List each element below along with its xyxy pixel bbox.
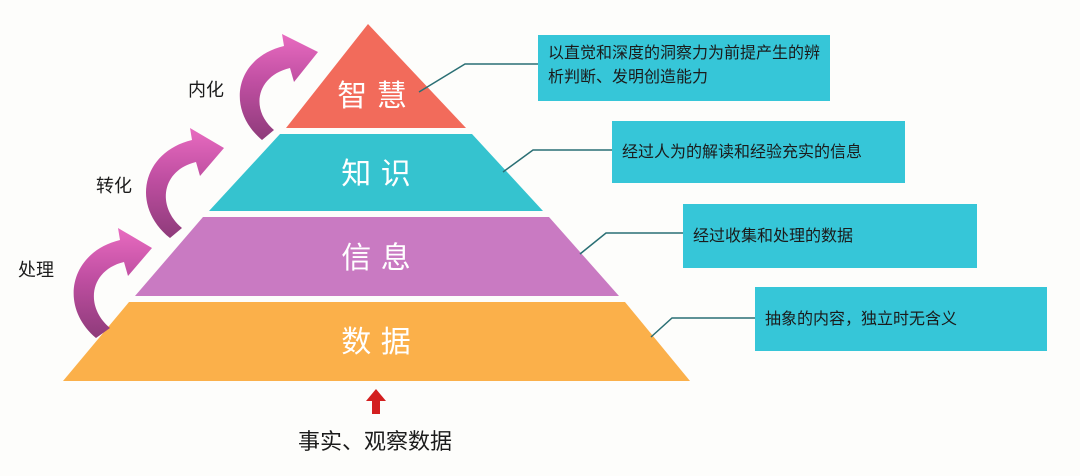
- description-box-knowledge: 经过人为的解读和经验充实的信息: [612, 121, 905, 183]
- leader-line-information: [579, 232, 683, 255]
- pyramid-layer-wisdom: [286, 24, 466, 128]
- up-arrow-icon: [366, 389, 386, 414]
- leader-line-knowledge: [502, 149, 612, 173]
- pyramid-layer-information: [135, 217, 619, 296]
- transition-label-internalize: 内化: [188, 80, 224, 101]
- transition-label-transform: 转化: [96, 176, 132, 197]
- layer-label-knowledge: 知 识: [341, 157, 411, 192]
- description-box-data: 抽象的内容，独立时无含义: [755, 287, 1047, 351]
- pyramid-layer-knowledge: [209, 134, 543, 211]
- description-box-information: 经过收集和处理的数据: [683, 204, 977, 268]
- arrow-icon-process: [73, 228, 152, 338]
- leader-line-data: [650, 317, 755, 338]
- base-label: 事实、观察数据: [298, 430, 453, 455]
- description-box-wisdom: 以直觉和深度的洞察力为前提产生的辨析判断、发明创造能力: [538, 35, 830, 101]
- layer-label-data: 数 据: [341, 325, 411, 360]
- arrow-icon-transform: [146, 128, 224, 238]
- layer-label-wisdom: 智 慧: [337, 79, 407, 114]
- arrow-icon-internalize: [239, 34, 318, 140]
- layer-label-information: 信 息: [341, 241, 411, 276]
- pyramid-layer-data: [63, 302, 690, 381]
- transition-label-process: 处理: [18, 260, 54, 281]
- leader-line-wisdom: [418, 63, 538, 93]
